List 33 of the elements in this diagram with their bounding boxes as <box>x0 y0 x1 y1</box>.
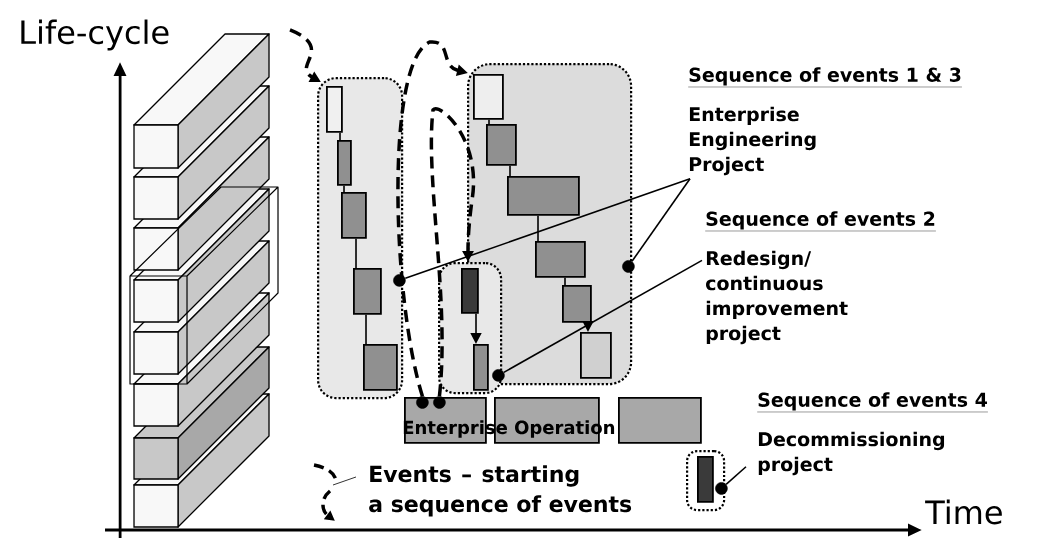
activity-bar <box>486 124 517 166</box>
connector-line <box>631 177 691 263</box>
activity-bar <box>363 344 398 391</box>
connector-line <box>365 314 367 345</box>
connector-line <box>343 185 345 193</box>
connector-line <box>404 177 691 280</box>
operation-bar <box>618 397 702 444</box>
event-arrow <box>429 107 476 397</box>
connector-line <box>564 277 566 286</box>
activity-bar <box>473 344 489 391</box>
connector-line <box>339 132 341 141</box>
activity-bar <box>341 192 367 239</box>
annotation-text: Sequence of events 2 Redesign/ continuous improvement project <box>705 211 937 345</box>
connector-line <box>488 119 490 125</box>
activity-bar <box>326 86 343 133</box>
activity-bar <box>580 332 612 379</box>
activity-bar <box>697 456 714 503</box>
connector-line <box>725 465 747 486</box>
activity-bar <box>337 140 352 186</box>
axis-label: Life-cycle <box>21 19 169 51</box>
annotation-text: Sequence of events 4 Decommissioning project <box>757 392 989 476</box>
legend-text: Events – starting a sequence of events <box>369 465 632 517</box>
activity-bar <box>535 241 586 278</box>
activity-bar <box>461 268 479 314</box>
activity-bar <box>353 268 382 315</box>
connector-line <box>509 165 511 177</box>
connector-line <box>355 238 357 269</box>
annotation-text: Sequence of events 1 & 3 Enterprise Engineering Project <box>688 67 963 176</box>
connector-line <box>537 215 539 242</box>
activity-bar <box>507 176 580 216</box>
activity-bar <box>473 74 504 120</box>
connector-line <box>503 259 703 374</box>
activity-bar <box>562 285 592 323</box>
